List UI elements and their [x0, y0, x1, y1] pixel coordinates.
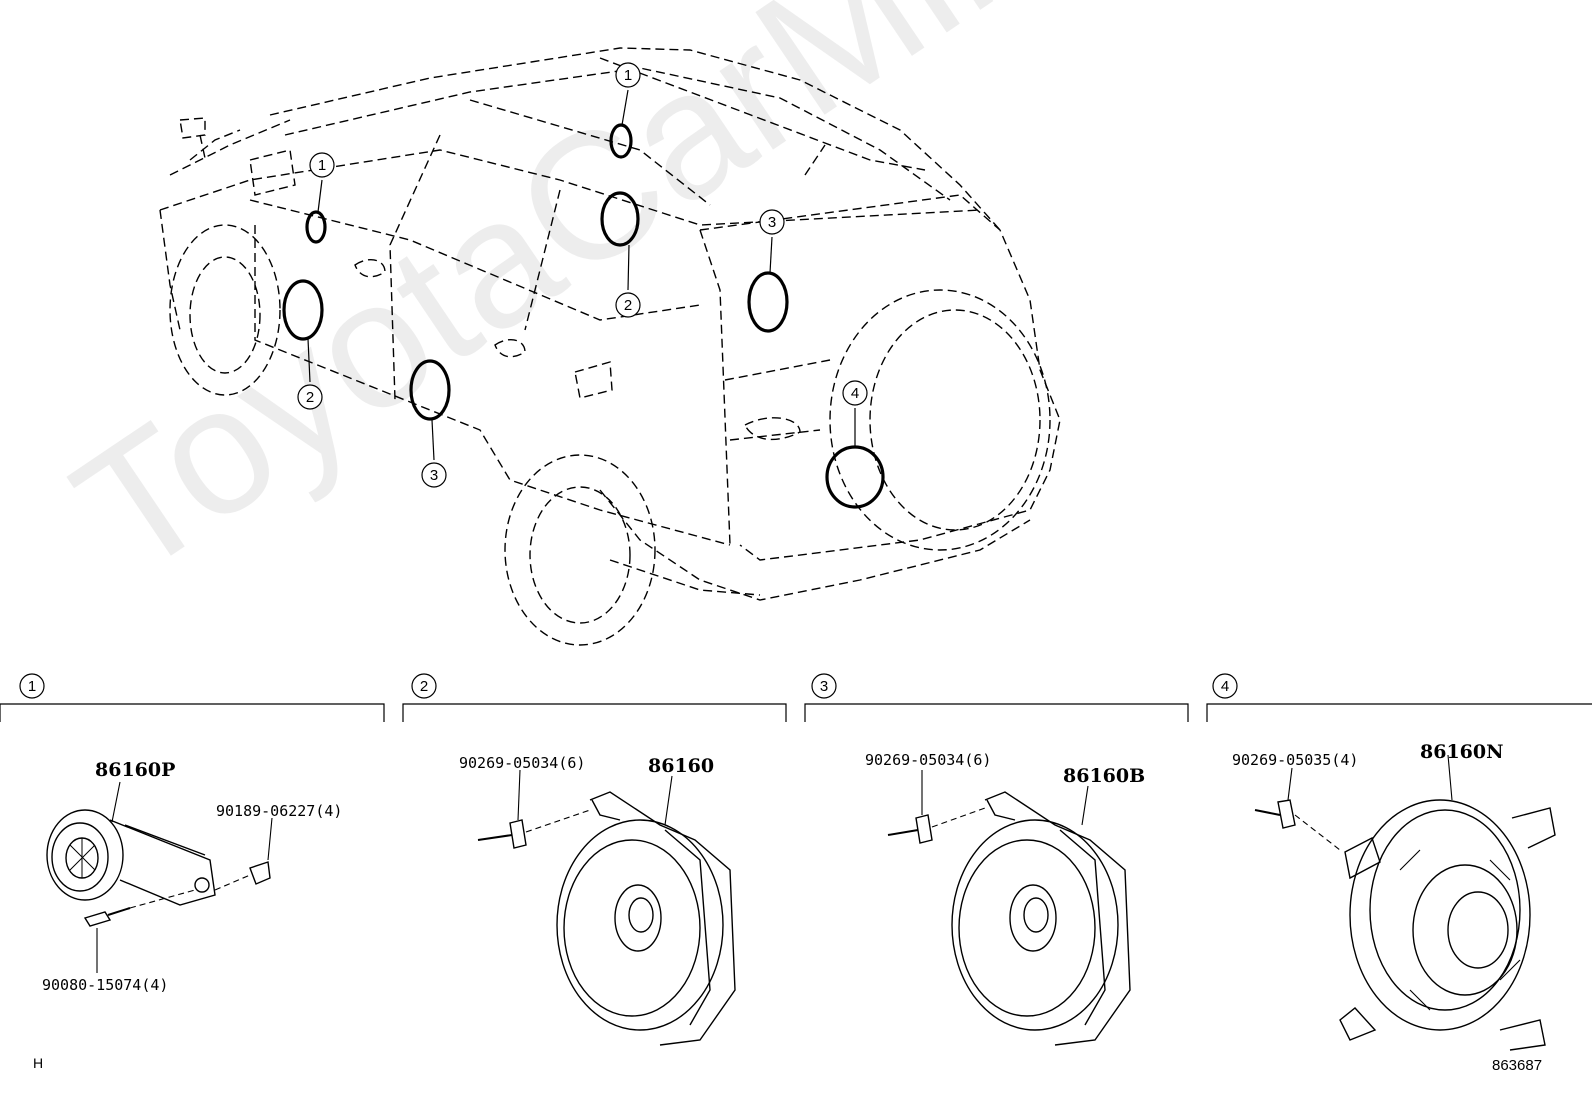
- vehicle-callouts: [297, 62, 868, 488]
- footer-illustration-number: 863687: [1492, 1057, 1542, 1074]
- part-number-90269-05034-sec2: 90269-05034(6): [459, 754, 585, 772]
- callout-1-roof: 1: [624, 67, 632, 84]
- section-brackets: [0, 703, 1592, 722]
- speaker-86160N-drawing: [1254, 754, 1556, 1051]
- vehicle-outline: [159, 47, 1061, 601]
- section-3-number: 3: [820, 678, 828, 695]
- callout-1-front-door: 1: [318, 157, 326, 174]
- part-number-86160B: 86160B: [1063, 765, 1145, 787]
- section-4-number: 4: [1221, 678, 1229, 695]
- speaker-86160-drawing: [477, 769, 736, 1046]
- callout-2-rear-door: 2: [624, 297, 632, 314]
- footer-left-code: H: [33, 1055, 43, 1071]
- callout-3-rear-quarter: 3: [768, 214, 776, 231]
- part-number-90080-15074: 90080-15074(4): [42, 976, 168, 994]
- speaker-location-markers: [282, 123, 885, 509]
- speaker-86160B-drawing: [887, 770, 1131, 1046]
- part-number-86160: 86160: [648, 755, 714, 777]
- part-number-90189-06227: 90189-06227(4): [216, 802, 342, 820]
- callout-4-back-door: 4: [851, 385, 859, 402]
- section-1-number: 1: [28, 678, 36, 695]
- part-number-86160N: 86160N: [1420, 741, 1503, 763]
- part-number-86160P: 86160P: [95, 759, 175, 781]
- callout-3-rear-door: 3: [430, 467, 438, 484]
- part-number-90269-05035: 90269-05035(4): [1232, 751, 1358, 769]
- callout-2-front-door: 2: [306, 389, 314, 406]
- vehicle-wheels: [169, 224, 1051, 646]
- tweeter-86160P-drawing: [46, 781, 273, 973]
- section-2-number: 2: [420, 678, 428, 695]
- part-number-90269-05034-sec3: 90269-05034(6): [865, 751, 991, 769]
- section-number-circles: [19, 673, 1238, 699]
